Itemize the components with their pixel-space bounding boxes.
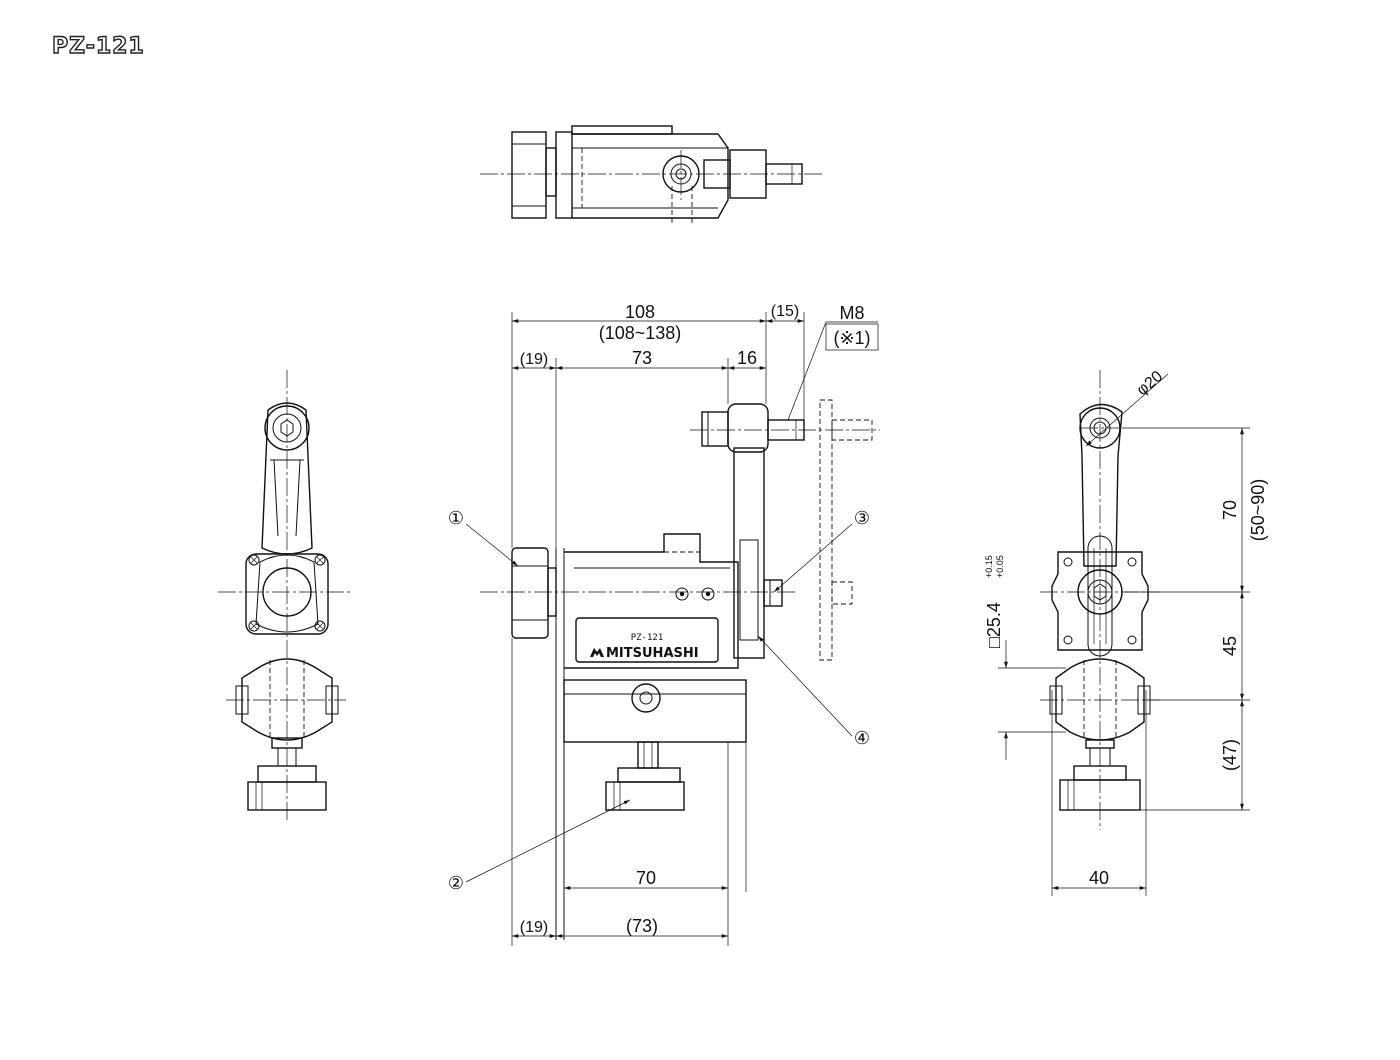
dim-side-width: 40 [1089,868,1109,888]
dim-arm-width: 16 [737,348,757,368]
dim-thread-note: (※1) [833,328,870,348]
dim-handle-height: 70 [1220,500,1240,520]
dim-lower-height: 45 [1220,636,1240,656]
dim-handle-height-range: (50~90) [1248,479,1268,542]
right-side-view [1040,370,1160,830]
dim-bottom-height: (47) [1220,739,1240,771]
dim-body-length: 73 [632,348,652,368]
right-dimensions: φ20 70 (50~90) 45 (47) □25.4 +0.15 +0.05… [984,368,1268,896]
dim-body-length-ref: (73) [626,916,658,936]
dim-left-offset-bottom: (19) [520,919,548,936]
dim-tolerance-lower: +0.05 [995,555,1005,578]
dim-total-length: 108 [625,302,655,322]
callout-2: ② [448,873,464,893]
left-side-view [218,370,352,822]
dim-stroke-extension: (15) [771,303,799,320]
callouts: ① ② ③ ④ [448,508,870,893]
dim-tolerance-upper: +0.15 [984,555,994,578]
callout-3: ③ [854,508,870,528]
drawing-title: PZ-121 [51,33,145,59]
top-view [480,125,822,226]
front-dimensions: 108 (108~138) (15) M8 (※1) (19) 73 16 70… [511,302,879,946]
dim-handle-diameter: φ20 [1134,368,1167,399]
callout-1: ① [448,508,464,528]
label-brand: MITSUHASHI [606,646,699,661]
front-view: PZ-121 MITSUHASHI [480,399,880,940]
dim-square-size: □25.4 [984,602,1004,648]
dim-base-length: 70 [636,868,656,888]
dim-left-offset-top: (19) [520,351,548,368]
dim-total-length-range: (108~138) [599,323,682,343]
label-model: PZ-121 [631,633,664,643]
dim-thread: M8 [839,303,864,323]
callout-4: ④ [854,728,870,748]
